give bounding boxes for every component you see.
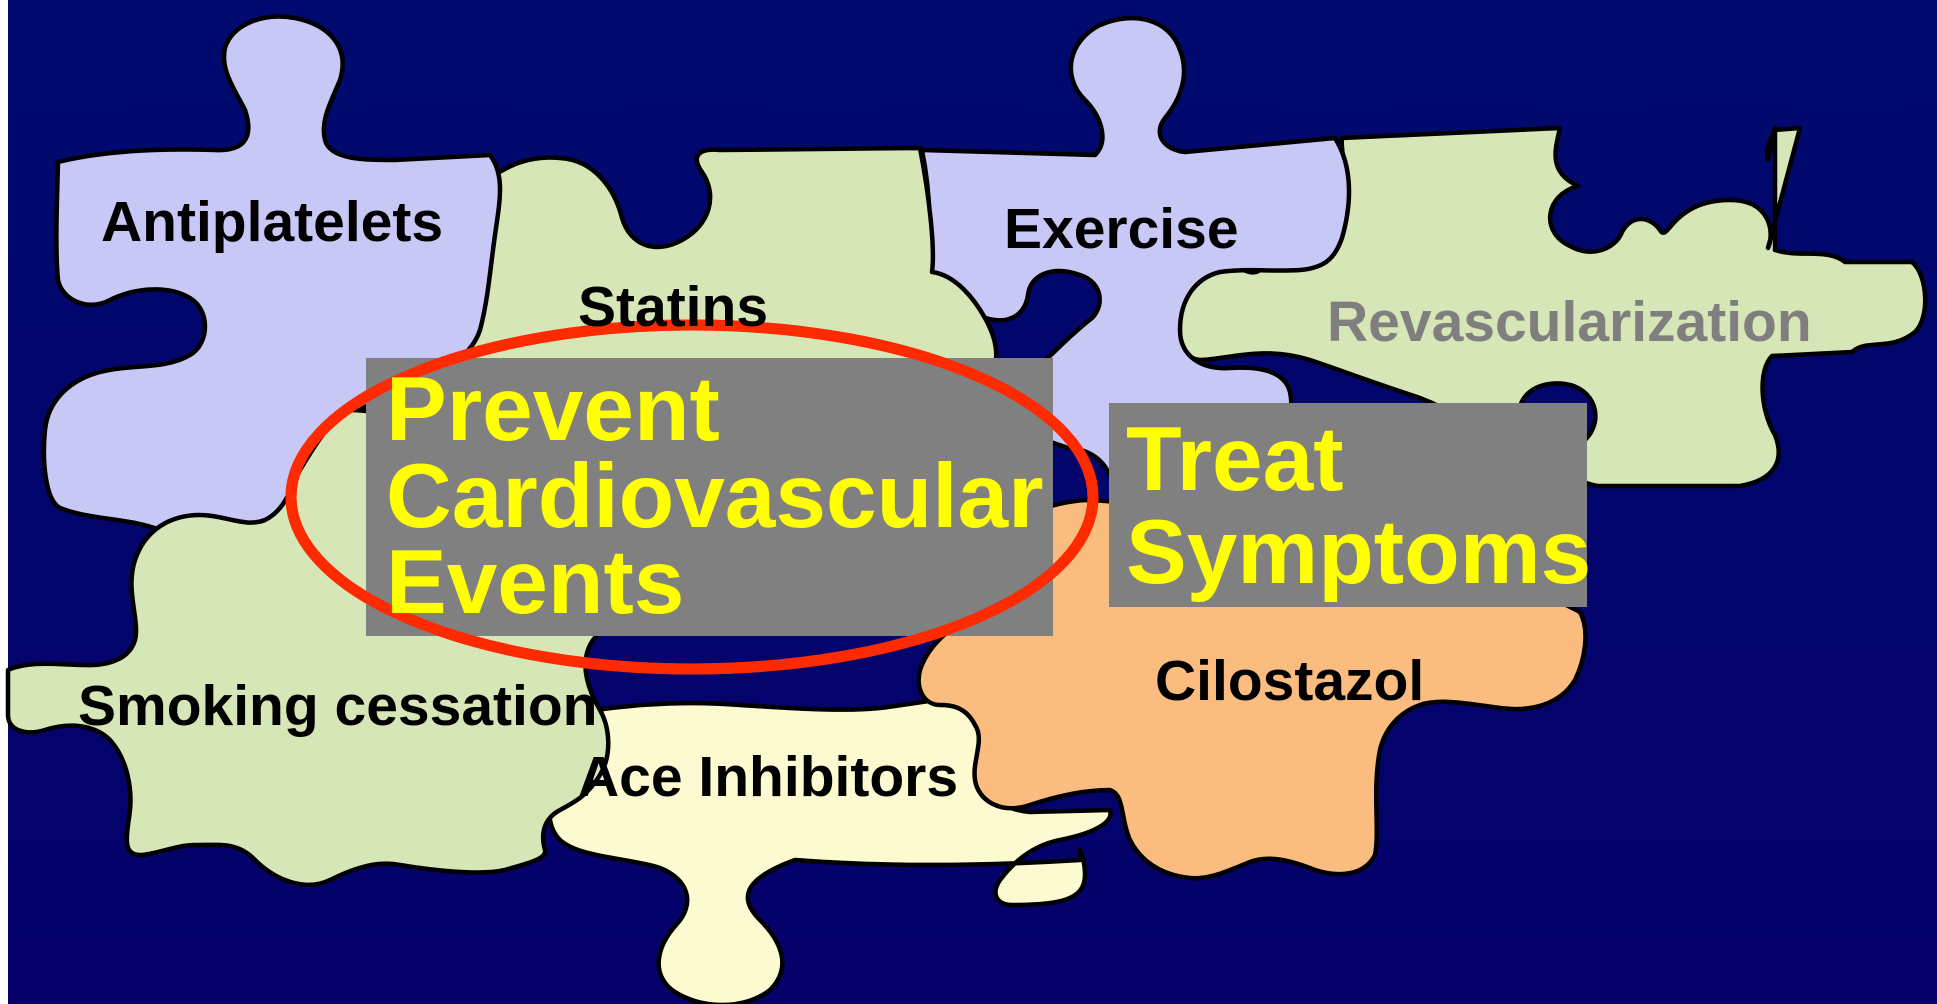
- exercise-label: Exercise: [1004, 197, 1239, 261]
- treat-line-1: Treat: [1126, 409, 1344, 510]
- smoking-cessation-label: Smoking cessation: [78, 674, 598, 738]
- prevent-line-3: Events: [386, 532, 684, 633]
- prevent-line-1: Prevent: [386, 359, 720, 460]
- revascularization-label: Revascularization: [1327, 290, 1812, 354]
- statins-label: Statins: [578, 275, 768, 339]
- antiplatelets-label: Antiplatelets: [101, 190, 443, 254]
- cilostazol-label: Cilostazol: [1155, 649, 1424, 713]
- ace-inhibitors-label: Ace Inhibitors: [578, 745, 958, 809]
- treat-line-2: Symptoms: [1126, 502, 1591, 603]
